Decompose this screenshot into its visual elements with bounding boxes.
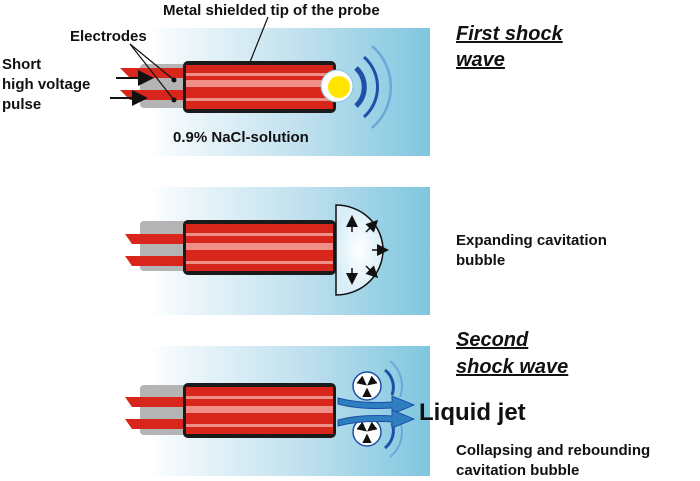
label-solution: 0.9% NaCl-solution (173, 129, 309, 146)
label-expanding-1: Expanding cavitation (456, 232, 607, 249)
label-collapsing-2: cavitation bubble (456, 462, 579, 479)
label-liquid-jet: Liquid jet (419, 399, 526, 426)
spark-flash (328, 76, 350, 98)
label-first-shock-2: wave (456, 49, 505, 71)
tip-pointer-line (249, 16, 269, 63)
rebound-bubble-upper (352, 371, 382, 401)
shock-wave-outer (371, 45, 393, 129)
expansion-arrows (346, 215, 389, 285)
shock-wave-middle (362, 55, 379, 119)
label-pulse-2: high voltage (2, 76, 90, 93)
panel-second-shock: Second shock wave Liquid jet Collapsing … (125, 329, 650, 479)
label-second-shock-1: Second (456, 329, 529, 351)
panel-expanding-bubble: Expanding cavitation bubble (125, 187, 607, 315)
label-pulse-3: pulse (2, 96, 41, 113)
label-collapsing-1: Collapsing and rebounding (456, 442, 650, 459)
panel-first-shock: Metal shielded tip of the probe Electrod… (2, 2, 564, 156)
label-second-shock-2: shock wave (456, 356, 568, 378)
probe-core-divider (186, 80, 333, 87)
shock-wave-inner (354, 66, 367, 108)
label-electrodes: Electrodes (70, 28, 147, 45)
liquid-jet-arrow-upper (337, 395, 416, 415)
label-pulse-1: Short (2, 56, 41, 73)
label-first-shock-1: First shock (456, 23, 564, 45)
electrode-pointer-upper (129, 43, 175, 81)
label-expanding-2: bubble (456, 252, 505, 269)
second-shock-upper (384, 368, 395, 396)
liquid-jet-arrow-lower (337, 409, 416, 429)
label-metal-tip: Metal shielded tip of the probe (163, 2, 380, 19)
